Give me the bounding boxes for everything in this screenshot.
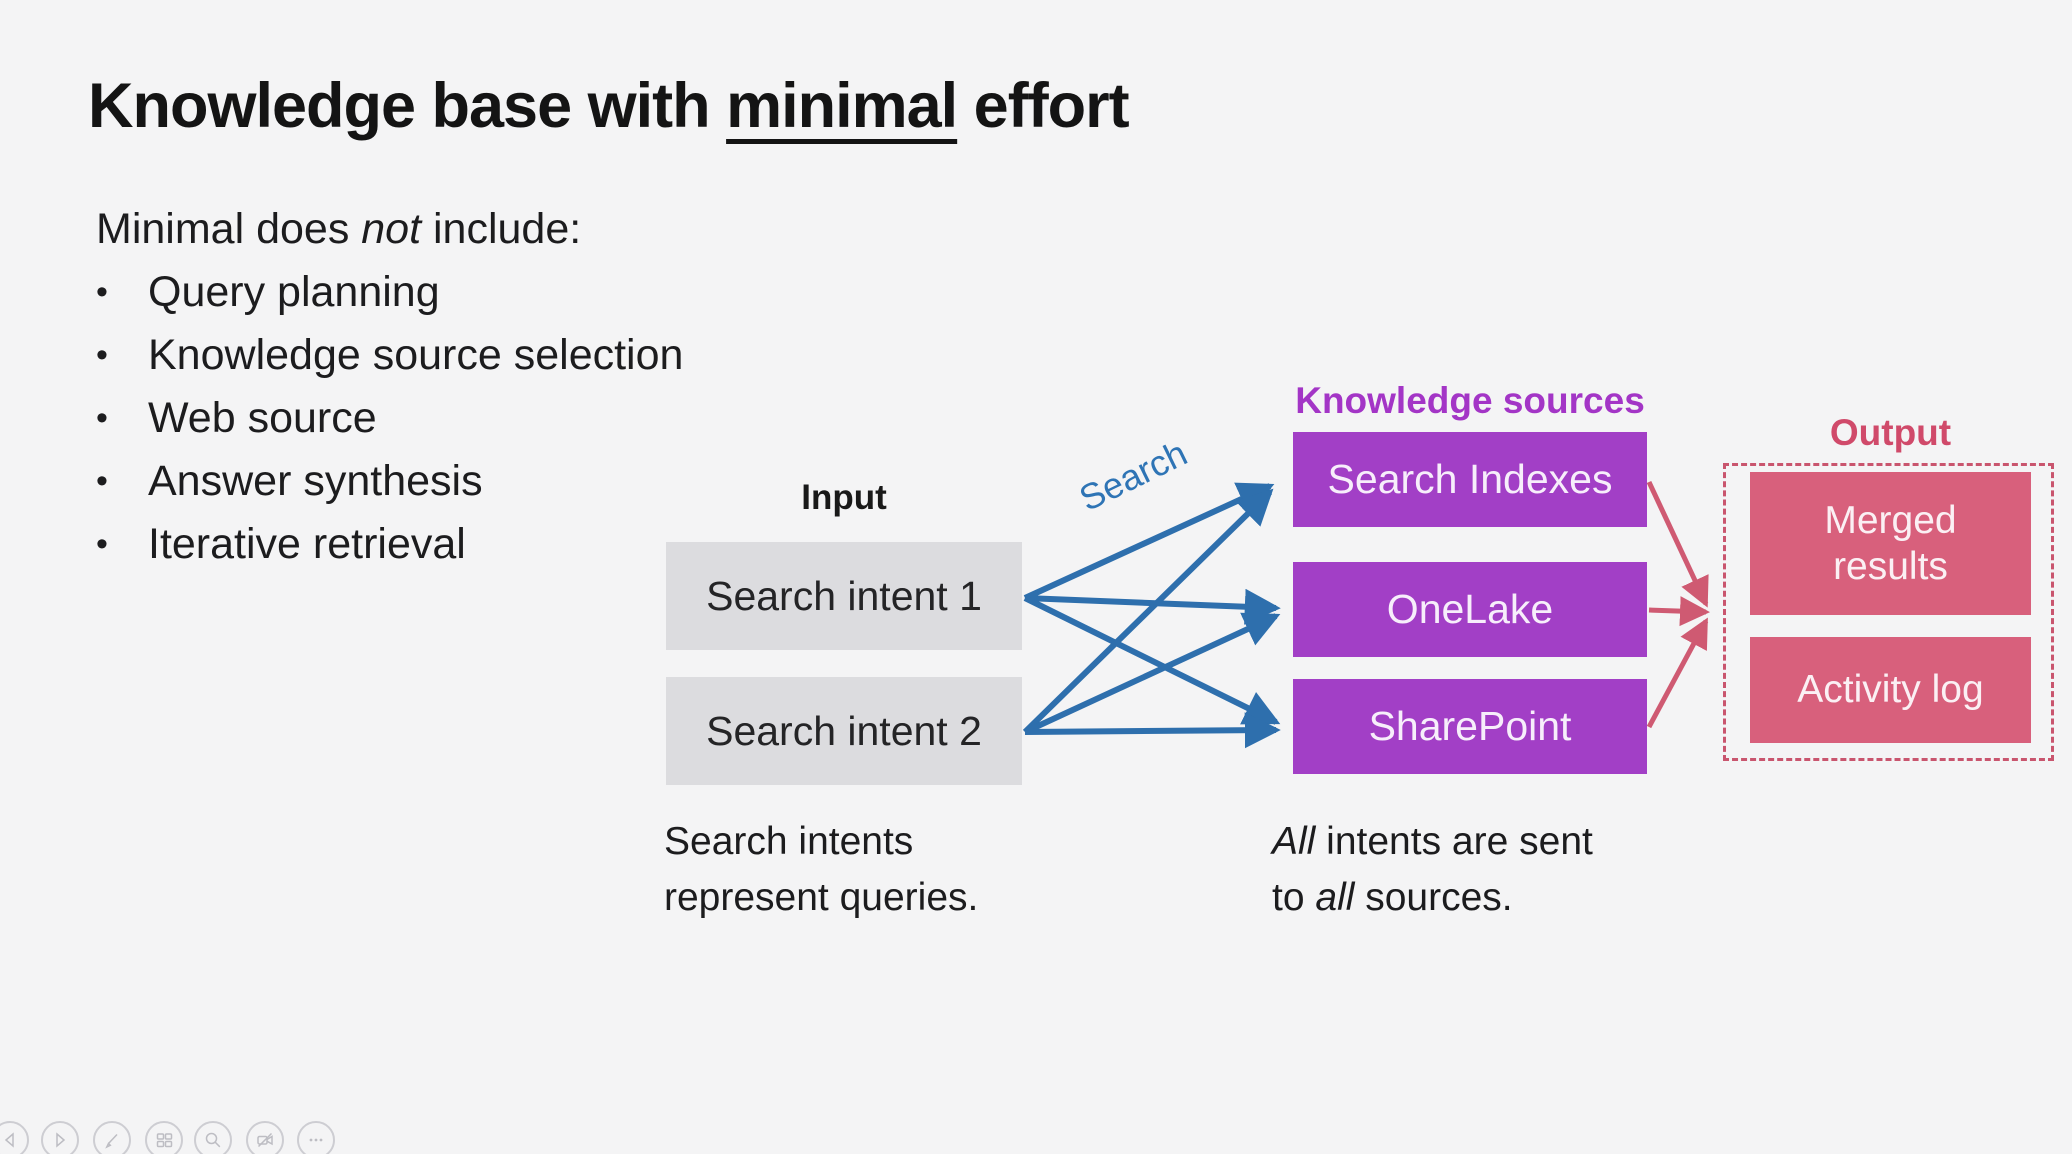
- sources-caption-line1: All intents are sent: [1272, 814, 1593, 870]
- title-pre: Knowledge base with: [88, 71, 727, 141]
- search-indexes-box: Search Indexes: [1293, 432, 1647, 527]
- caption-text: to: [1272, 876, 1316, 919]
- sharepoint-box: SharePoint: [1293, 679, 1647, 774]
- caption-emphasis: All: [1272, 820, 1316, 863]
- bullet-text: Knowledge source selection: [148, 331, 684, 379]
- more-options-button[interactable]: [297, 1121, 335, 1154]
- bullet-text: Answer synthesis: [148, 457, 483, 505]
- previous-slide-icon: [4, 1132, 14, 1148]
- search-arrow-label: Search: [1072, 432, 1194, 519]
- sharepoint-label: SharePoint: [1368, 703, 1572, 749]
- search-intent-1-box: Search intent 1: [666, 542, 1022, 650]
- zoom-icon: [205, 1132, 221, 1148]
- title-post: effort: [957, 71, 1130, 141]
- pen-button[interactable]: [93, 1121, 131, 1154]
- camera-off-icon: [257, 1132, 273, 1148]
- search-intent-2-label: Search intent 2: [706, 707, 982, 754]
- next-slide-button[interactable]: [41, 1121, 79, 1154]
- sources-caption-line2: to all sources.: [1272, 870, 1593, 926]
- merged-results-box: Merged results: [1750, 472, 2031, 615]
- search-indexes-label: Search Indexes: [1327, 456, 1613, 502]
- activity-log-box: Activity log: [1750, 637, 2031, 743]
- pink-arrows: [1646, 480, 1710, 729]
- input-caption: Search intents represent queries.: [664, 814, 978, 926]
- bullet-text: Query planning: [148, 268, 440, 316]
- intro-line: Minimal does not include:: [96, 198, 683, 261]
- input-caption-line1: Search intents: [664, 820, 914, 863]
- input-column-label: Input: [801, 478, 887, 517]
- blue-arrows: [1022, 482, 1281, 749]
- zoom-button[interactable]: [194, 1121, 232, 1154]
- bullet-dot: •: [96, 525, 108, 563]
- list-item: • Answer synthesis: [96, 450, 683, 513]
- caption-text: sources.: [1354, 876, 1513, 919]
- list-item: • Web source: [96, 387, 683, 450]
- bullet-dot: •: [96, 462, 108, 500]
- bullet-text: Web source: [148, 394, 377, 442]
- pen-icon: [105, 1133, 118, 1149]
- bullet-dot: •: [96, 399, 108, 437]
- search-intent-2-box: Search intent 2: [666, 677, 1022, 785]
- intro-post: include:: [421, 205, 582, 253]
- onelake-box: OneLake: [1293, 562, 1647, 657]
- page-title: Knowledge base with minimal effort: [88, 70, 1130, 142]
- list-item: • Knowledge source selection: [96, 324, 683, 387]
- camera-off-button[interactable]: [246, 1121, 284, 1154]
- caption-text: intents are sent: [1315, 820, 1593, 863]
- all-slides-icon: [156, 1133, 173, 1148]
- more-options-icon: [309, 1138, 323, 1142]
- sources-caption: All intents are sent to all sources.: [1272, 814, 1593, 926]
- activity-log-label: Activity log: [1797, 668, 1984, 711]
- bullet-text: Iterative retrieval: [148, 520, 466, 568]
- all-slides-button[interactable]: [145, 1121, 183, 1154]
- bullet-dot: •: [96, 336, 108, 374]
- output-dashed-frame: [1723, 463, 2054, 761]
- previous-slide-button[interactable]: [0, 1121, 29, 1154]
- search-intent-1-label: Search intent 1: [706, 572, 982, 619]
- merged-results-label: Merged results: [1824, 498, 1957, 588]
- output-label: Output: [1829, 412, 1952, 453]
- bullet-dot: •: [96, 273, 108, 311]
- intro-pre: Minimal does: [96, 205, 362, 253]
- bullet-list-block: Minimal does not include: • Query plannin…: [96, 198, 683, 576]
- knowledge-sources-label: Knowledge sources: [1295, 380, 1645, 421]
- input-caption-line2: represent queries.: [664, 876, 979, 919]
- onelake-label: OneLake: [1386, 586, 1554, 632]
- next-slide-icon: [56, 1132, 66, 1148]
- title-underlined-word: minimal: [726, 71, 958, 141]
- list-item: • Iterative retrieval: [96, 513, 683, 576]
- intro-emphasis: not: [361, 205, 422, 253]
- caption-emphasis: all: [1315, 876, 1355, 919]
- list-item: • Query planning: [96, 261, 683, 324]
